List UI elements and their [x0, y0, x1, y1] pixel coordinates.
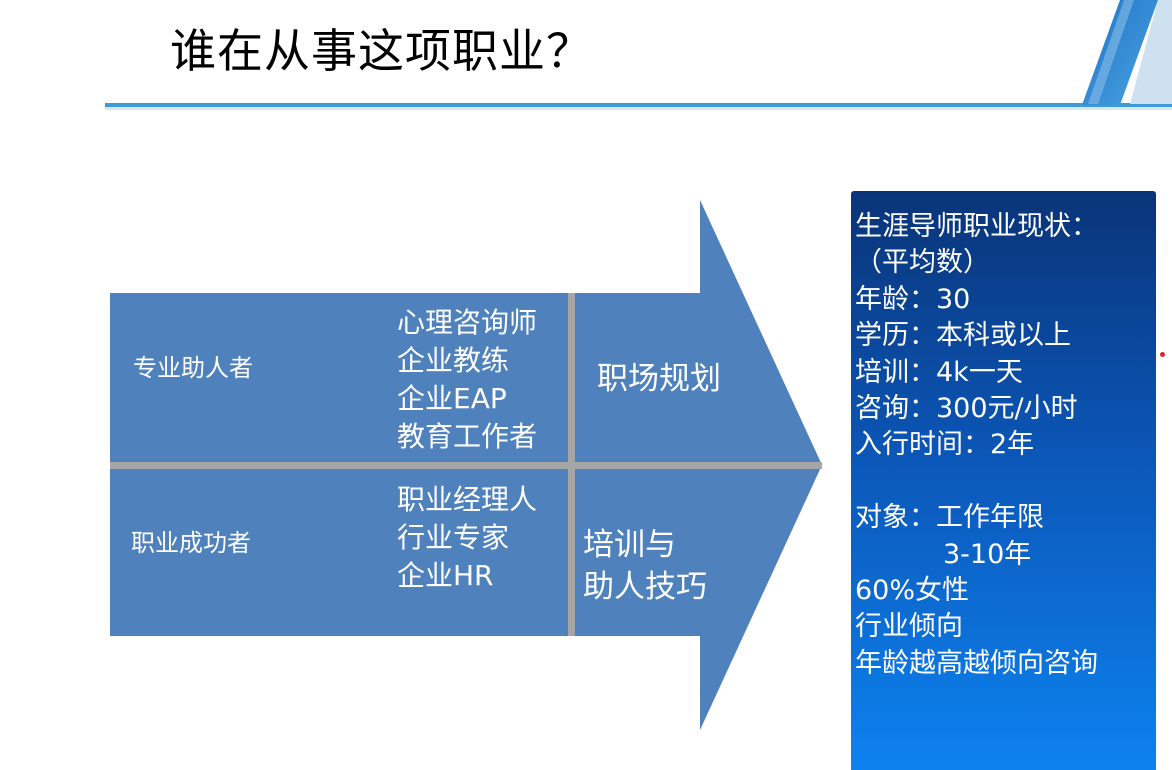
status-consulting: 咨询：300元/小时 [855, 392, 1078, 424]
focus-line: 助人技巧 [583, 569, 707, 605]
slide-title: 谁在从事这项职业？ [170, 24, 593, 78]
title-underline-shadow [105, 107, 1172, 110]
focus-career-planning: 职场规划 [597, 358, 721, 400]
status-subheading: （平均数） [855, 247, 990, 279]
status-target-years: 3-10年 [943, 538, 1032, 570]
status-entry-time: 入行时间：2年 [855, 429, 1035, 461]
status-industry-tendency: 行业倾向 [855, 611, 963, 643]
status-female-ratio: 60%女性 [855, 574, 970, 606]
status-target: 对象：工作年限 [855, 502, 1044, 534]
focus-line: 培训与 [583, 527, 676, 563]
career-status-text: 生涯导师职业现状： （平均数） 年龄：30 学历：本科或以上 培训：4k一天 咨… [855, 209, 1098, 682]
role-list-professional-helpers: 心理咨询师 企业教练 企业EAP 教育工作者 [397, 304, 537, 456]
role-item: 行业专家 [397, 521, 510, 554]
career-status-panel [851, 191, 1156, 770]
role-list-career-achievers: 职业经理人 行业专家 企业HR [397, 481, 537, 595]
role-item: 职业经理人 [397, 483, 538, 516]
role-item: 教育工作者 [397, 420, 538, 453]
role-item: 企业教练 [397, 344, 510, 377]
horizontal-divider [110, 462, 822, 469]
title-underline [105, 103, 1172, 107]
vertical-divider [568, 293, 575, 636]
role-item: 心理咨询师 [397, 306, 538, 339]
focus-training-skills: 培训与 助人技巧 [583, 524, 707, 608]
focus-line: 职场规划 [597, 361, 721, 397]
status-age: 年龄：30 [855, 283, 971, 315]
status-age-tendency: 年龄越高越倾向咨询 [855, 647, 1098, 679]
corner-stripe-decoration [1082, 0, 1172, 105]
role-item: 企业HR [397, 559, 494, 592]
status-education: 学历：本科或以上 [855, 320, 1071, 352]
status-training: 培训：4k一天 [855, 356, 1023, 388]
role-item: 企业EAP [397, 382, 507, 415]
row-label-professional-helpers: 专业助人者 [133, 354, 253, 382]
status-heading: 生涯导师职业现状： [855, 211, 1098, 242]
row-label-career-achievers: 职业成功者 [131, 529, 251, 557]
bullet-dot [1160, 352, 1165, 357]
status-spacer [855, 464, 1098, 500]
